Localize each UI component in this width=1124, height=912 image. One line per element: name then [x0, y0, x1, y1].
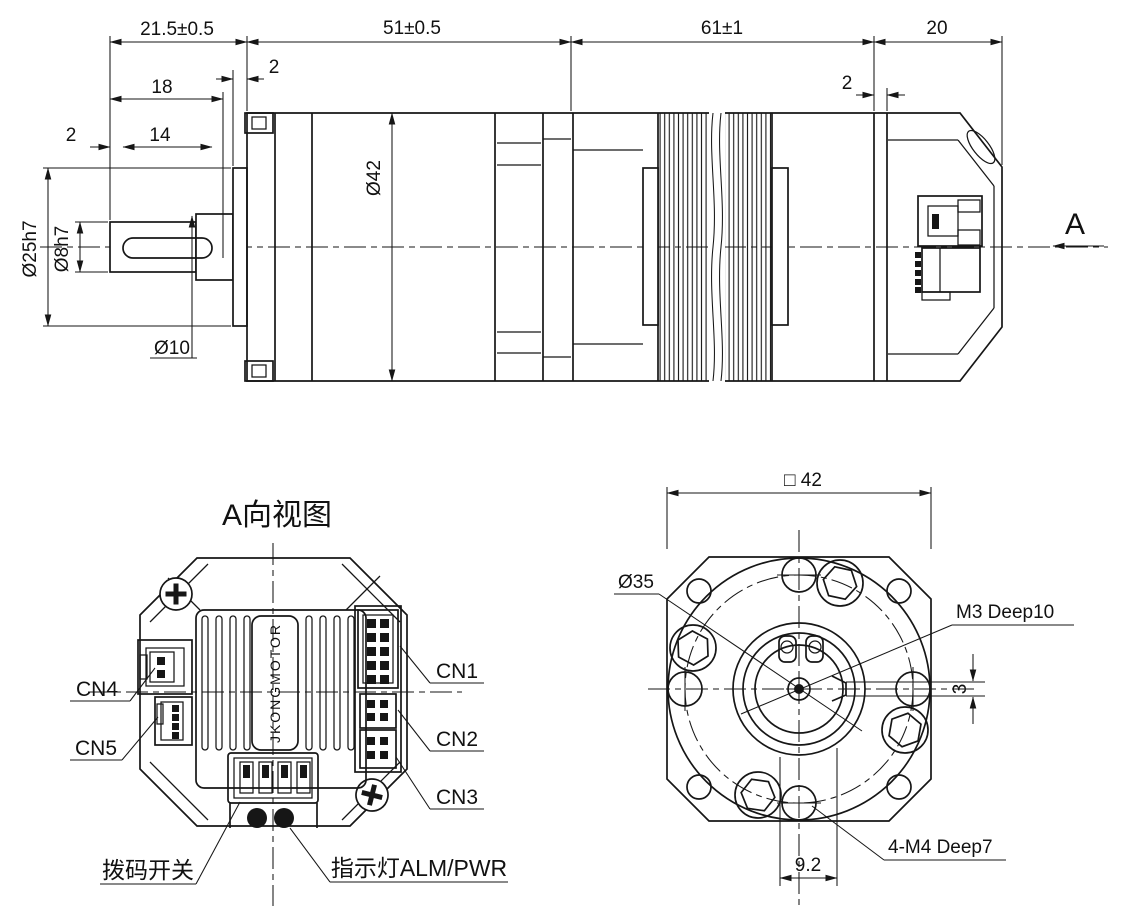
indicator-label: 指示灯ALM/PWR [331, 855, 507, 881]
front-view: □ 42 Ø35 M3 Deep10 3 9.2 4-M4 Deep7 [614, 470, 1074, 908]
rear-connector-silhouette [915, 195, 983, 301]
view-arrow-letter: A [1065, 208, 1085, 241]
dim-pilot-circle: Ø35 [618, 572, 654, 593]
shaft-collar [195, 213, 234, 281]
dim-shaft-diameter: Ø8h7 [52, 226, 73, 272]
stator-laminations [658, 113, 710, 381]
dip-switch-label: 拨码开关 [102, 857, 194, 883]
dim-key-flat: 14 [149, 125, 171, 146]
cn3-label: CN3 [436, 786, 478, 809]
dim-hole-offset: 9.2 [795, 855, 821, 876]
break-line [719, 112, 723, 382]
side-view: 21.5±0.5 51±0.5 61±1 20 2 2 18 14 2 Ø42 … [20, 18, 1108, 382]
brand-plate [251, 615, 299, 751]
pilot-boss [232, 167, 248, 327]
cable-gland [966, 129, 996, 165]
dim-pilot-diameter: Ø25h7 [20, 220, 41, 277]
keyway [122, 237, 213, 259]
dim-center-tap: M3 Deep10 [956, 602, 1054, 623]
rear-view-title: A向视图 [222, 499, 332, 532]
dim-rear-length: 20 [926, 18, 947, 39]
dip-switch [227, 752, 319, 804]
cn2-label: CN2 [436, 728, 478, 751]
flange-outline [666, 556, 932, 822]
break-line [711, 112, 715, 382]
dim-body-diameter: Ø42 [364, 160, 385, 196]
cn3-connector [359, 729, 397, 769]
dim-key-width: 3 [950, 684, 971, 695]
dim-gearbox-length: 51±0.5 [383, 18, 441, 39]
dim-key-offset: 2 [66, 125, 77, 146]
shaft-hub [732, 622, 985, 756]
cn5-label: CN5 [75, 737, 117, 760]
cn5-connector [154, 696, 193, 746]
mount-holes [667, 557, 931, 821]
cn1-label: CN1 [436, 660, 478, 683]
cn4-connector [137, 639, 193, 695]
led-pwr [274, 808, 294, 828]
brand-text: JKONGMOTOR [267, 623, 283, 743]
led-alm [247, 808, 267, 828]
dim-rear-plate: 2 [842, 73, 853, 94]
dim-key-total: 18 [151, 77, 172, 98]
cn4-label: CN4 [76, 678, 118, 701]
cn1-connector [354, 605, 402, 773]
dim-collar-diameter: Ø10 [154, 338, 190, 359]
screw-top-left [160, 578, 192, 610]
hex-screws [669, 559, 929, 819]
heatsink-fins [201, 615, 355, 751]
screw-bottom-right [353, 776, 392, 815]
dim-flange-size: □ 42 [784, 470, 822, 491]
dim-motor-length: 61±1 [701, 18, 743, 39]
rear-view: A向视图 JKONGMOTOR [70, 499, 508, 906]
dim-mount-holes: 4-M4 Deep7 [888, 837, 993, 858]
output-shaft [109, 221, 197, 273]
dim-shaft-length: 21.5±0.5 [140, 19, 214, 40]
cn2-connector [359, 693, 397, 729]
driver-plate [195, 609, 367, 789]
dim-front-plate: 2 [269, 57, 280, 78]
